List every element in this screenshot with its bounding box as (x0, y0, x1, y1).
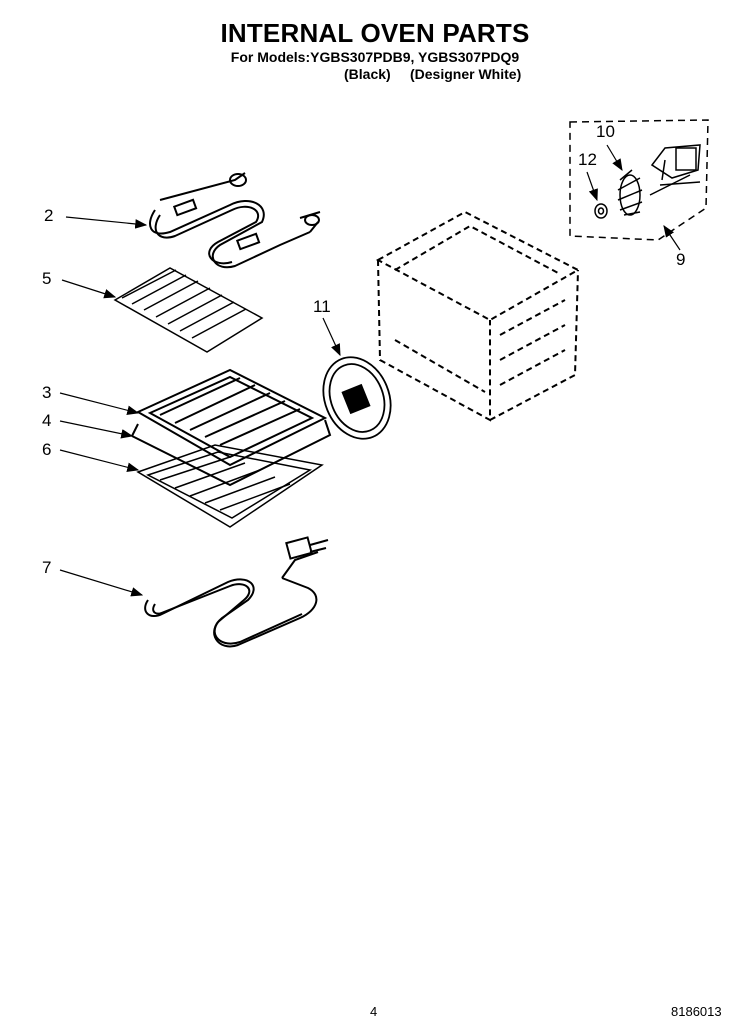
fan-assembly-box (569, 119, 709, 241)
callout-2: 2 (44, 206, 54, 225)
variant-black: (Black) (344, 66, 391, 82)
callout-7: 7 (42, 558, 52, 577)
bake-element (144, 536, 329, 648)
fan-motor (649, 144, 701, 196)
callout-10: 10 (596, 122, 615, 141)
leader-lines (59, 144, 681, 597)
broiler-pan (131, 368, 332, 487)
callout-3: 3 (42, 383, 52, 402)
fan-blade (617, 169, 643, 216)
callout-11: 11 (313, 297, 331, 316)
callout-9: 9 (676, 250, 686, 269)
callout-4: 4 (42, 411, 52, 430)
page-number: 4 (370, 1004, 378, 1019)
bottom-tray (136, 444, 324, 528)
callout-12: 12 (578, 150, 597, 169)
broil-element (149, 172, 321, 269)
fan-cover (322, 356, 392, 440)
callout-6: 6 (42, 440, 52, 459)
callout-5: 5 (42, 269, 52, 288)
document-code: 8186013 (671, 1004, 722, 1019)
models-line: For Models:YGBS307PDB9, YGBS307PDQ9 (230, 49, 520, 65)
page-title: INTERNAL OVEN PARTS (220, 18, 530, 48)
variant-white: (Designer White) (410, 66, 522, 82)
oven-rack (113, 267, 264, 353)
oven-liner (375, 210, 581, 422)
fan-nut (594, 203, 608, 219)
